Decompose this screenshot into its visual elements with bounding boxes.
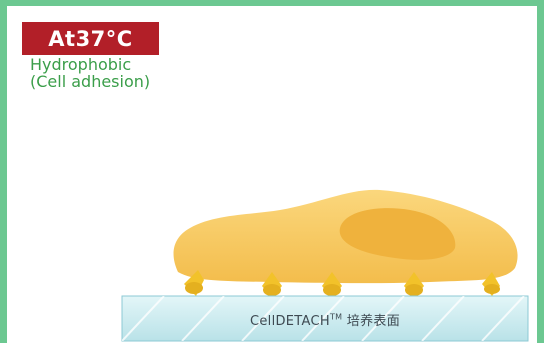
surface-suffix: 培养表面 <box>342 314 400 329</box>
surface-brand: CellDETACH <box>250 314 330 329</box>
surface-label: CellDETACHTM 培养表面 <box>122 310 528 329</box>
trademark-mark: TM <box>330 313 342 322</box>
